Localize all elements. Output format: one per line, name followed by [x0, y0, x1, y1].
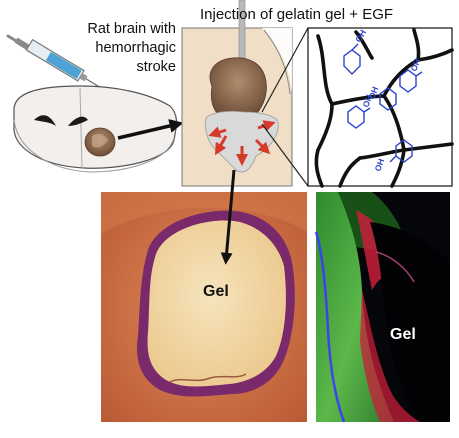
- gel-label-histology: Gel: [203, 283, 229, 300]
- oh-label-2: OH: [408, 57, 422, 72]
- figure-title: Injection of gelatin gel + EGF: [200, 6, 394, 23]
- arrow-to-injection: [117, 119, 184, 140]
- arrow-to-histology: [220, 169, 236, 265]
- gel-network-panel: OH OH OH OH OH: [307, 27, 454, 188]
- rat-label-line-2: hemorrhagic: [95, 40, 176, 56]
- rat-label-line-1: Rat brain with: [87, 21, 176, 37]
- oh-label-3: OH: [360, 93, 374, 108]
- oh-label-4: OH: [372, 157, 386, 172]
- rat-label-line-3: stroke: [136, 59, 177, 75]
- rat-brain-label: Rat brain with hemorrhagic stroke: [62, 20, 176, 77]
- histology-image: [101, 192, 307, 422]
- fluorescence-image: [314, 192, 450, 423]
- oh-label-5: OH: [366, 85, 380, 100]
- phenol-groups: [343, 43, 423, 163]
- gel-label-fluorescence: Gel: [390, 326, 416, 343]
- polymer-network: [314, 28, 454, 188]
- injection-panel: [181, 0, 293, 187]
- syringe-icon: [6, 34, 113, 95]
